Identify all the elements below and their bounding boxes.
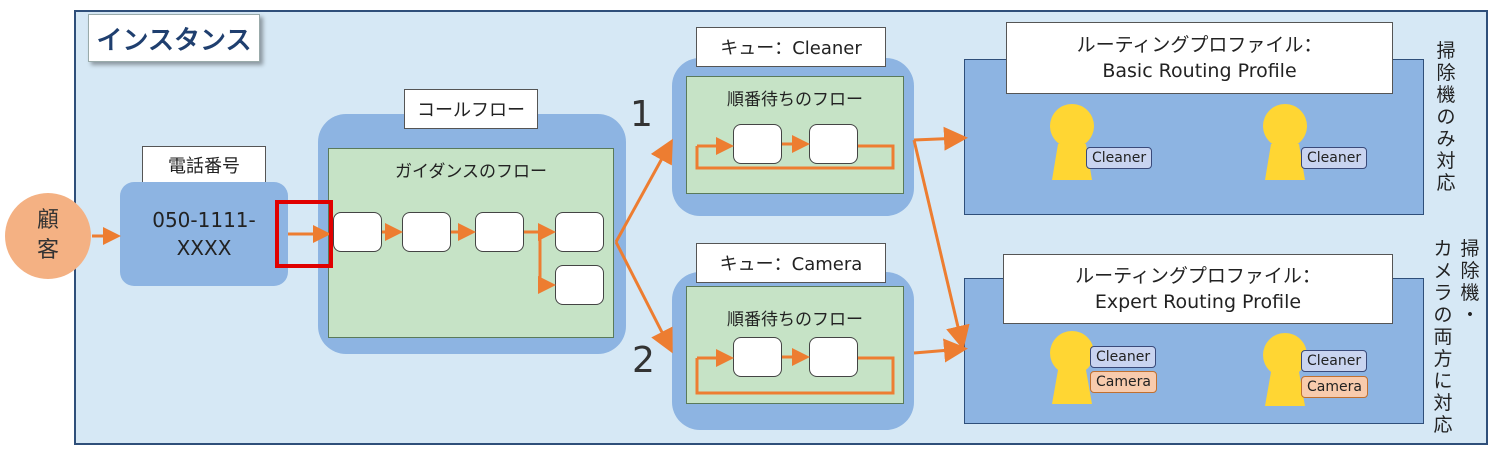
arrow-flow-queue1 (614, 138, 673, 243)
side-note-char: に (1433, 370, 1453, 392)
side-note-char: カ (1433, 238, 1453, 260)
flow-block-4 (555, 212, 604, 252)
arrow-q2-expert (913, 338, 968, 363)
arrow-q1-expert (912, 139, 970, 350)
agent-icon (1263, 333, 1307, 406)
side-note-char: メ (1433, 260, 1453, 282)
phone-number-line2: XXXX (176, 236, 232, 260)
queue-cleaner-wait-flow: 順番待ちのフロー (686, 76, 904, 194)
side-note-char: み (1436, 128, 1456, 150)
basic-profile-title: ルーティングプロファイル： Basic Routing Profile (1006, 22, 1393, 94)
side-note-char: 対 (1436, 150, 1456, 172)
expert-profile-title-line2: Expert Routing Profile (1094, 291, 1302, 313)
side-note-char: 対 (1433, 392, 1453, 414)
queue-cleaner-wait-title: 順番待ちのフロー (727, 90, 863, 110)
skill-badge-camera: Camera (1301, 376, 1368, 398)
phone-number-line1: 050-1111- (152, 208, 256, 232)
route-number-1: 1 (630, 94, 653, 135)
queue-camera-wait-flow: 順番待ちのフロー (686, 286, 904, 404)
skill-badge-cleaner: Cleaner (1301, 147, 1368, 169)
flow-block-1 (333, 212, 382, 252)
agent-icon (1050, 331, 1094, 404)
side-note-char: 除 (1460, 260, 1480, 282)
skill-badge-cleaner: Cleaner (1301, 350, 1368, 372)
queue-camera-wait-title: 順番待ちのフロー (727, 310, 863, 330)
expert-side-note-col2: 掃 除 機 ・ (1459, 238, 1481, 326)
agent-icon (1263, 104, 1307, 180)
route-number-2: 2 (632, 340, 655, 381)
highlight-box (275, 200, 333, 268)
basic-profile-title-line2: Basic Routing Profile (1102, 60, 1297, 82)
expert-profile-title: ルーティングプロファイル： Expert Routing Profile (1003, 254, 1393, 324)
basic-profile-title-line1: ルーティングプロファイル： (1076, 34, 1323, 56)
skill-badge-cleaner: Cleaner (1086, 147, 1153, 169)
side-note-char: 機 (1460, 282, 1480, 304)
queue2-loop (695, 356, 895, 395)
side-note-char: 方 (1433, 348, 1453, 370)
arrow-flow-queue2 (614, 241, 673, 354)
call-flow-label: コールフロー (404, 89, 538, 129)
customer-text-2: 客 (36, 238, 59, 263)
side-note-char: 掃 (1436, 40, 1456, 62)
agent-icons (1050, 104, 1307, 406)
expert-side-note-col1: カ メ ラ の 両 方 に 対 応 (1432, 238, 1454, 436)
side-note-char: 応 (1436, 172, 1456, 194)
queue-cleaner-block-2 (809, 124, 858, 164)
skill-badge-camera: Camera (1090, 371, 1157, 393)
customer-node: 顧 客 (5, 193, 91, 279)
side-note-char: 応 (1433, 414, 1453, 436)
basic-side-note: 掃 除 機 の み 対 応 (1435, 40, 1457, 194)
flow-block-2 (402, 212, 451, 252)
agent-icon (1050, 104, 1094, 180)
queue-camera-label: キュー：Camera (696, 243, 886, 283)
expert-profile-title-line1: ルーティングプロファイル： (1075, 265, 1321, 287)
arrow-q1-basic (913, 126, 968, 151)
queue-camera-block-1 (733, 337, 782, 377)
side-note-char: ラ (1433, 282, 1453, 304)
side-note-char: 除 (1436, 62, 1456, 84)
side-note-char: の (1436, 106, 1456, 128)
side-note-char: 両 (1433, 326, 1453, 348)
customer-text-1: 顧 (36, 208, 59, 233)
queue1-loop (695, 144, 895, 170)
side-note-char: ・ (1460, 304, 1480, 326)
flow-block-3 (475, 212, 524, 252)
side-note-char: 機 (1436, 84, 1456, 106)
arrow-block-3-5 (538, 232, 556, 294)
skill-badge-cleaner: Cleaner (1090, 346, 1157, 368)
side-note-char: 掃 (1460, 238, 1480, 260)
instance-label: インスタンス (88, 14, 260, 62)
flow-block-5 (555, 265, 604, 305)
side-note-char: の (1433, 304, 1453, 326)
phone-node: 050-1111- XXXX (120, 182, 288, 286)
queue-cleaner-label: キュー：Cleaner (696, 27, 886, 67)
guidance-flow-title: ガイダンスのフロー (395, 162, 547, 182)
